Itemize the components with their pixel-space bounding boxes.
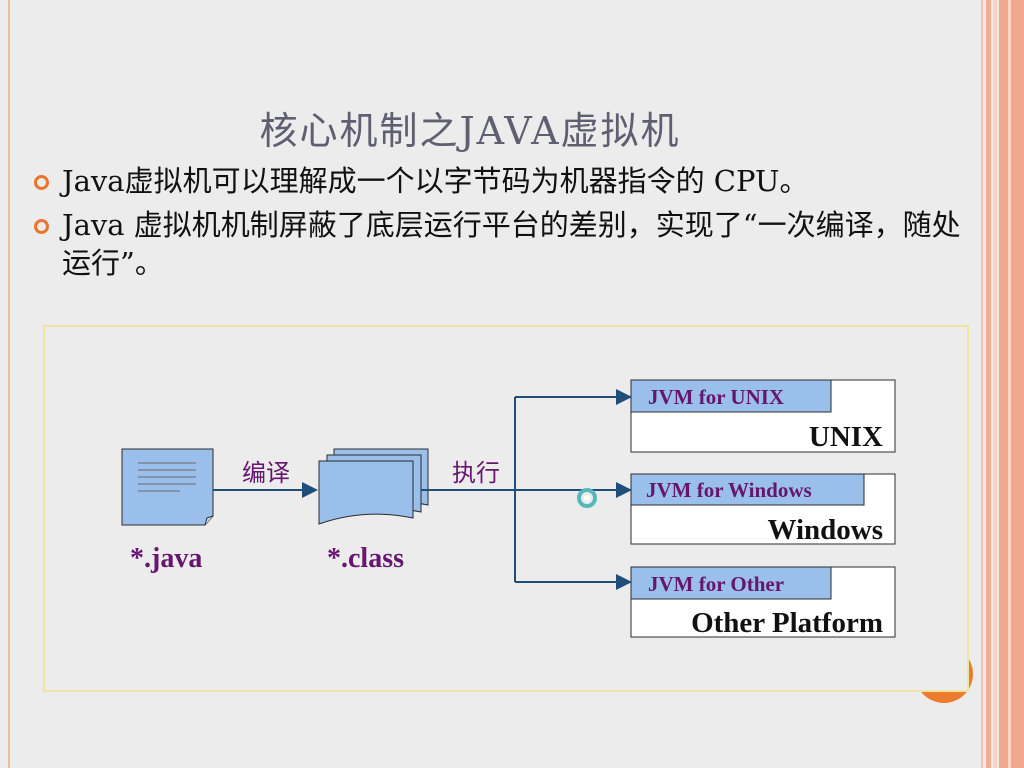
os-windows-label: Windows	[767, 514, 883, 546]
right-decor-stripe	[1008, 0, 1011, 768]
right-decor-stripe	[993, 0, 997, 768]
platform-box-other: JVM for Other Other Platform	[630, 566, 896, 639]
platform-box-windows: JVM for Windows Windows	[630, 473, 896, 546]
jvm-unix-label: JVM for UNIX	[648, 385, 784, 409]
bullet-item: Java虚拟机可以理解成一个以字节码为机器指令的 CPU。	[32, 162, 972, 200]
execute-label: 执行	[452, 459, 500, 487]
class-file-label: *.class	[327, 543, 404, 574]
slide-title: 核心机制之JAVA虚拟机	[259, 109, 681, 153]
right-decor-stripe	[986, 0, 991, 768]
left-border-line	[8, 0, 10, 768]
compile-label: 编译	[242, 459, 290, 487]
branch-connector	[514, 389, 632, 590]
loading-spinner-icon	[577, 488, 597, 508]
platform-box-unix: JVM for UNIX UNIX	[630, 379, 896, 453]
jvm-other-label: JVM for Other	[648, 572, 784, 596]
class-files-stack-icon	[318, 448, 429, 525]
java-file-label: *.java	[130, 543, 202, 574]
os-other-label: Other Platform	[691, 607, 883, 639]
right-decor-stripe	[981, 0, 983, 768]
right-decor-stripe	[999, 0, 1024, 768]
java-source-document-icon	[121, 448, 214, 526]
bullet-circle-icon	[34, 219, 49, 234]
bullet-item: Java 虚拟机机制屏蔽了底层运行平台的差别，实现了“一次编译，随处运行”。	[32, 206, 972, 282]
bullet-text: Java虚拟机可以理解成一个以字节码为机器指令的 CPU。	[62, 164, 809, 198]
bullet-list: Java虚拟机可以理解成一个以字节码为机器指令的 CPU。 Java 虚拟机机制…	[32, 162, 972, 288]
bullet-text: Java 虚拟机机制屏蔽了底层运行平台的差别，实现了“一次编译，随处运行”。	[62, 208, 961, 280]
bullet-circle-icon	[34, 175, 49, 190]
os-unix-label: UNIX	[809, 421, 883, 453]
jvm-windows-label: JVM for Windows	[646, 478, 812, 502]
